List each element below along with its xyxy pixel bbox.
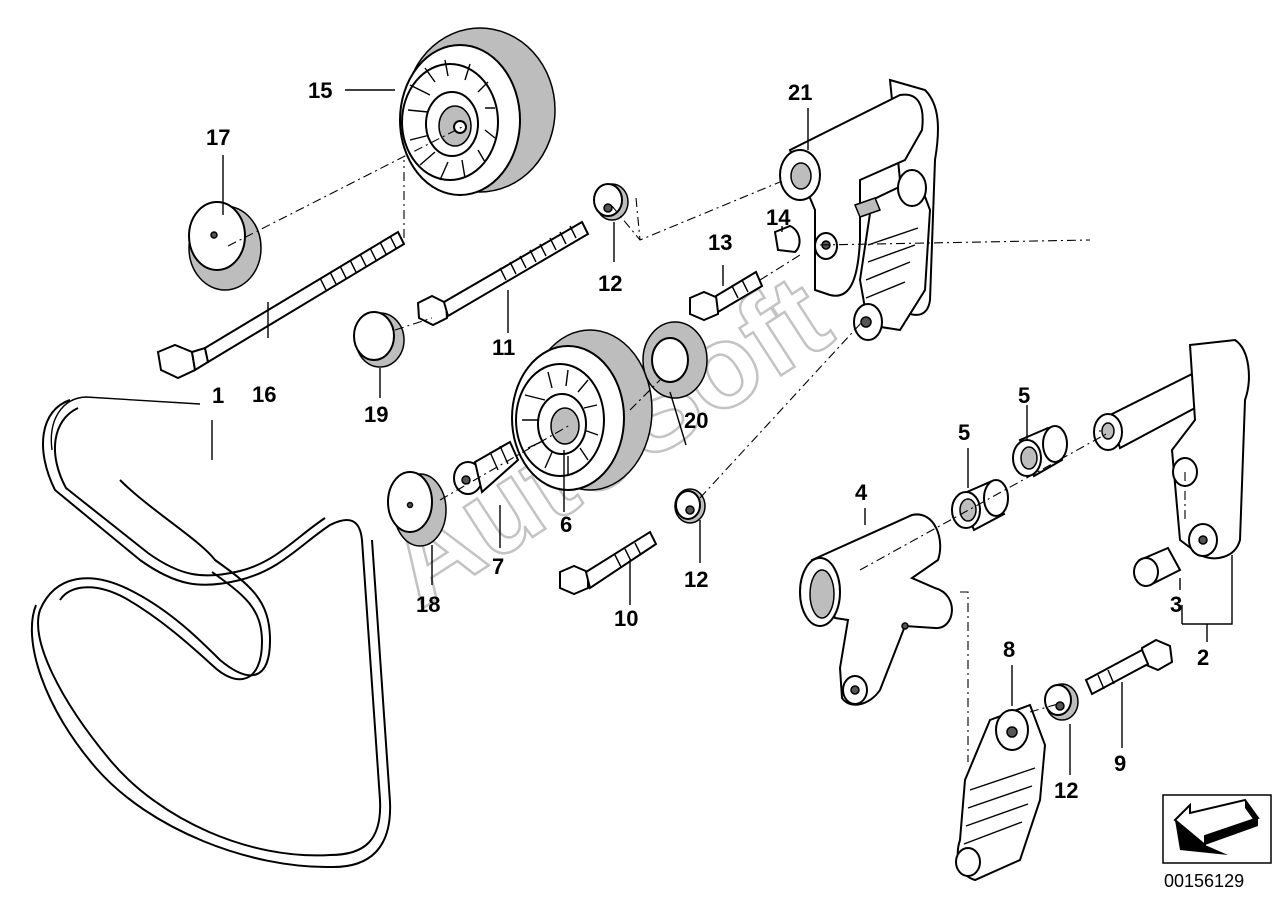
needle-bearing-part-5-right[interactable] <box>1012 425 1068 478</box>
callout-15: 15 <box>308 78 332 103</box>
callout-12-bottom: 12 <box>1054 778 1078 803</box>
callout-9: 9 <box>1114 751 1126 776</box>
callout-17: 17 <box>206 125 230 150</box>
hex-bolt-part-10[interactable] <box>559 530 658 596</box>
hydraulic-tensioner-part-8[interactable] <box>955 703 1047 882</box>
stud-bolt-part-11[interactable] <box>416 220 590 327</box>
washer-part-12-top[interactable] <box>593 183 629 221</box>
idler-pulley-part-15[interactable] <box>399 27 556 196</box>
callout-8: 8 <box>1003 637 1015 662</box>
needle-bearing-part-5-left[interactable] <box>951 479 1009 532</box>
ribbed-belt-part-1[interactable] <box>30 396 392 869</box>
callout-3: 3 <box>1170 592 1182 617</box>
callout-labels: 1 2 3 4 5 5 6 7 8 9 10 11 12 12 12 13 14… <box>206 78 1209 803</box>
callout-11: 11 <box>492 335 515 360</box>
arrow-icon[interactable] <box>1162 794 1272 864</box>
callout-20: 20 <box>684 408 708 433</box>
callout-2: 2 <box>1197 645 1209 670</box>
idler-pulley-part-20[interactable] <box>511 321 708 491</box>
callout-5-right: 5 <box>1018 383 1030 408</box>
bushing-part-3[interactable] <box>1133 546 1182 587</box>
leader-lines <box>211 89 1233 775</box>
callout-1: 1 <box>212 383 224 408</box>
tensioner-pulley-housing-part-4[interactable] <box>799 513 953 706</box>
callout-12-top: 12 <box>598 271 622 296</box>
hex-bolt-part-9[interactable] <box>1084 638 1174 696</box>
diagram-id-number: 00156129 <box>1164 871 1244 891</box>
callout-5-left: 5 <box>958 420 970 445</box>
callout-7: 7 <box>492 554 504 579</box>
pulley-cap-part-17[interactable] <box>188 201 262 291</box>
dust-cap-part-18[interactable] <box>387 471 447 547</box>
callout-19: 19 <box>364 402 388 427</box>
tensioner-arm-part-2[interactable] <box>1093 338 1250 560</box>
callout-13: 13 <box>708 230 732 255</box>
callout-4: 4 <box>855 480 868 505</box>
callout-6: 6 <box>560 512 572 537</box>
callout-10: 10 <box>614 606 638 631</box>
callout-14: 14 <box>766 205 791 230</box>
callout-21: 21 <box>788 80 812 105</box>
washer-part-12-bottom[interactable] <box>1044 683 1079 721</box>
cover-cap-part-19[interactable] <box>353 311 405 368</box>
washer-part-12-mid[interactable] <box>674 488 706 524</box>
callout-12-mid: 12 <box>684 567 708 592</box>
callout-18: 18 <box>416 592 440 617</box>
long-hex-bolt-part-16[interactable] <box>156 230 406 380</box>
hex-bolt-part-13[interactable] <box>689 270 764 322</box>
callout-16: 16 <box>252 382 276 407</box>
retaining-clip-part-14[interactable] <box>773 224 801 254</box>
